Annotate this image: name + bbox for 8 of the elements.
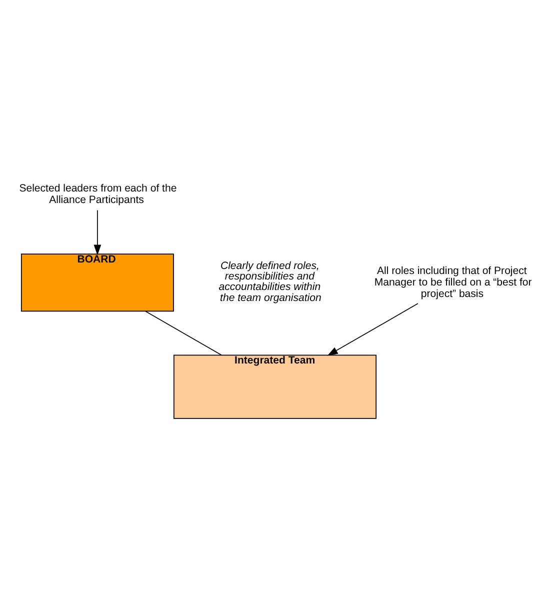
arrow	[327, 303, 418, 356]
node-text: Selected leaders from each of the Alliance Participants	[19, 182, 177, 206]
node-box: Integrated Team	[173, 354, 377, 419]
node-box: BOARD	[20, 254, 174, 312]
label: Clearly defined roles, responsibilities and accountabilities within the team organisation	[218, 260, 322, 304]
node-text: All roles including that of Project Manager to be filled on a “best for project” basis	[374, 264, 532, 300]
arrow	[94, 210, 102, 256]
connector	[145, 310, 222, 356]
